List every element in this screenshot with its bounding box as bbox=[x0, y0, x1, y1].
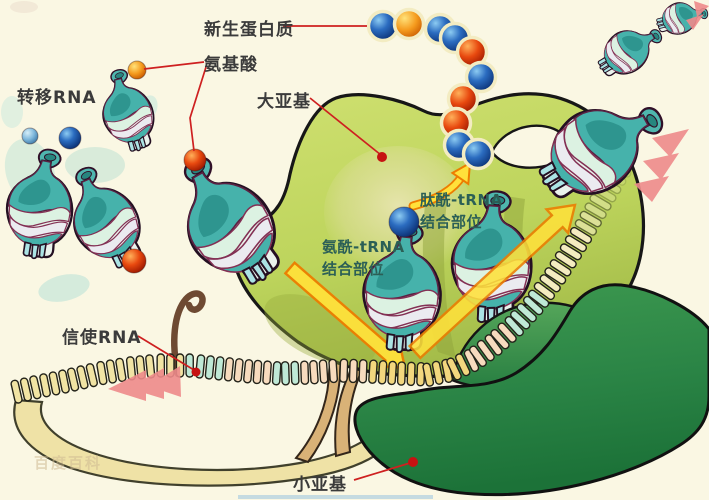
label-large-subunit: 大亚基 bbox=[257, 92, 311, 112]
amino-acid-bead bbox=[183, 148, 207, 172]
label-peptidyl-site-line2: 结合部位 bbox=[420, 212, 483, 231]
small-subunit-shape bbox=[353, 283, 709, 497]
label-aminoacyl-site-line2: 结合部位 bbox=[322, 259, 385, 278]
label-small-subunit: 小亚基 bbox=[293, 475, 347, 495]
label-aminoacyl-site: 氨酰-tRNA 结合部位 bbox=[322, 237, 405, 281]
amino-acid-bead bbox=[58, 126, 82, 150]
leader-lines bbox=[137, 25, 411, 481]
arrow-peptide bbox=[408, 161, 472, 211]
amino-acid-bead bbox=[388, 206, 420, 238]
motion-triangles bbox=[108, 1, 709, 401]
nascent-protein-chain bbox=[366, 7, 498, 171]
label-messenger-rna: 信使RNA bbox=[62, 328, 142, 348]
trna-free-top bbox=[88, 62, 165, 160]
amino-acid-bead bbox=[21, 127, 39, 145]
amino-acid-bead bbox=[127, 60, 147, 80]
watermark: 百度百科 bbox=[34, 454, 103, 472]
label-nascent-protein: 新生蛋白质 bbox=[204, 20, 294, 40]
label-transfer-rna: 转移RNA bbox=[17, 88, 97, 108]
amino-acid-bead bbox=[121, 248, 147, 274]
amino-acid-beads bbox=[21, 60, 420, 274]
protein-chain-bead bbox=[461, 137, 495, 171]
protein-chain-bead bbox=[392, 7, 426, 41]
leader-dots bbox=[191, 152, 418, 467]
arrow-translocation bbox=[407, 203, 577, 360]
label-peptidyl-site: 肽酰-tRNA 结合部位 bbox=[420, 190, 503, 234]
mrna-curl-strand bbox=[171, 290, 206, 378]
label-amino-acid: 氨基酸 bbox=[204, 55, 258, 75]
protein-chain-bead bbox=[464, 60, 498, 94]
bottom-artifact bbox=[238, 495, 433, 499]
label-aminoacyl-site-line1: 氨酰-tRNA bbox=[322, 238, 405, 256]
label-peptidyl-site-line1: 肽酰-tRNA bbox=[420, 191, 503, 209]
